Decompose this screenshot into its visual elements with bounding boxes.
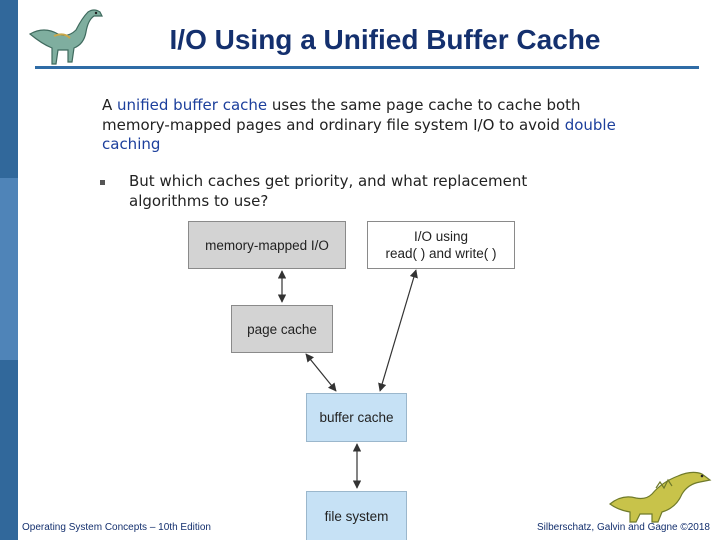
box-io-label-line1: I/O using — [413, 229, 469, 244]
title-underline — [35, 66, 699, 69]
intro-paragraph: A unified buffer cache uses the same pag… — [102, 96, 622, 155]
box-file-system: file system — [306, 491, 407, 540]
footer-left: Operating System Concepts – 10th Edition — [22, 522, 211, 533]
box-memory-mapped-io: memory-mapped I/O — [188, 221, 346, 269]
box-page-cache-label: page cache — [247, 321, 317, 337]
sidebar-middle — [0, 178, 18, 360]
term-unified-buffer-cache: unified buffer cache — [117, 96, 268, 114]
box-page-cache: page cache — [231, 305, 333, 353]
bullet-text: But which caches get priority, and what … — [129, 172, 528, 210]
intro-text-1: A — [102, 96, 118, 114]
box-io-label-line2: read( ) and write( ) — [385, 246, 497, 261]
dinosaur-logo-icon — [28, 9, 103, 65]
box-buffer-cache-label: buffer cache — [319, 410, 394, 425]
box-memory-mapped-io-label: memory-mapped I/O — [205, 237, 329, 253]
term-double-caching: double caching — [102, 115, 616, 154]
sidebar-bottom — [0, 360, 18, 540]
arrow-io-buffer-cache — [378, 269, 418, 392]
arrow-page-cache-buffer-cache — [305, 353, 337, 392]
box-file-system-label: file system — [324, 508, 389, 524]
sidebar-top — [0, 0, 18, 178]
box-io-read-write: I/O using read( ) and write( ) — [367, 221, 515, 269]
dinosaur-footer-icon — [609, 471, 712, 523]
footer-right: Silberschatz, Galvin and Gagne ©2018 — [536, 522, 710, 533]
box-buffer-cache: buffer cache — [306, 393, 407, 442]
intro-text-2: uses the same page cache to cache both m… — [102, 96, 581, 134]
slide-title: I/O Using a Unified Buffer Cache — [169, 24, 601, 55]
bullet-marker — [100, 180, 105, 185]
